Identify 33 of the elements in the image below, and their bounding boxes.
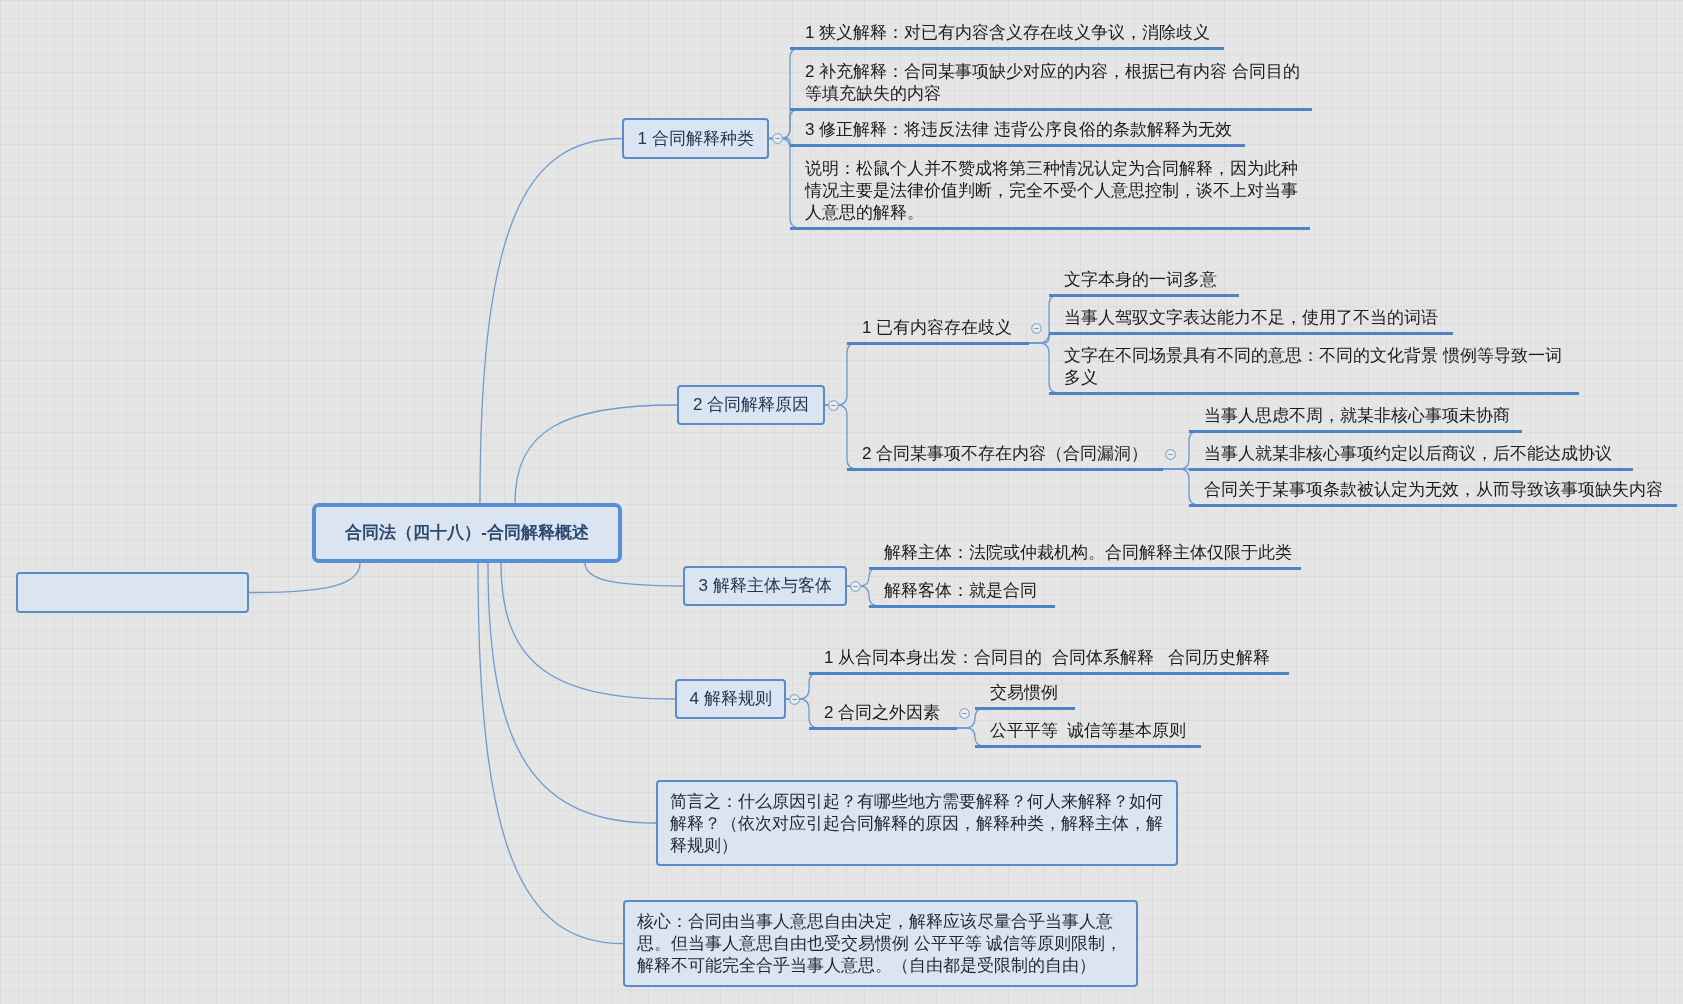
subtopic-text: 公平平等 诚信等基本原则 bbox=[975, 715, 1201, 748]
central-topic-box: 合同法（四十八）-合同解释概述 bbox=[312, 503, 622, 563]
topic-box: 1 合同解释种类 bbox=[622, 118, 769, 159]
connector-line bbox=[500, 562, 676, 700]
note-box: 简言之：什么原因引起？有哪些地方需要解释？何人来解释？如何解释？（依次对应引起合同解释的原因，解释种类，解释主体，解释规则） bbox=[656, 780, 1178, 866]
subtopic-text: 2 补充解释：合同某事项缺少对应的内容，根据已有内容 合同目的等填充缺失的内容 bbox=[790, 56, 1312, 111]
subtopic-text: 当事人驾驭文字表达能力不足，使用了不当的词语 bbox=[1049, 302, 1453, 335]
subtopic-text: 1 从合同本身出发：合同目的 合同体系解释 合同历史解释 bbox=[809, 642, 1289, 675]
connector-line bbox=[477, 562, 624, 945]
subtopic-text: 解释客体：就是合同 bbox=[869, 575, 1055, 608]
subtopic-text: 1 狭义解释：对已有内容含义存在歧义争议，消除歧义 bbox=[790, 17, 1224, 50]
subtopic-text: 说明：松鼠个人并不赞成将第三种情况认定为合同解释，因为此种情况主要是法律价值判断，完全不受个人意思控制，谈不上对当事人意思的解释。 bbox=[790, 153, 1310, 230]
subtopic-text: 交易惯例 bbox=[975, 677, 1075, 710]
subtopic-text: 当事人思虑不周，就某非核心事项未协商 bbox=[1189, 400, 1522, 433]
topic-box bbox=[16, 572, 249, 613]
subtopic-text: 3 修正解释：将违反法律 违背公序良俗的条款解释为无效 bbox=[790, 114, 1245, 147]
connector-line bbox=[487, 562, 657, 824]
subtopic-text: 合同关于某事项条款被认定为无效，从而导致该事项缺失内容 bbox=[1189, 474, 1677, 507]
note-box: 核心：合同由当事人意思自由决定，解释应该尽量合乎当事人意思。但当事人意思自由也受交易惯例 公平平等 诚信等原则限制，解释不可能完全合乎当事人意思。（自由都是受限制的自由） bbox=[623, 900, 1138, 987]
subtopic-text: 1 已有内容存在歧义 bbox=[847, 312, 1029, 345]
topic-box: 4 解释规则 bbox=[675, 679, 786, 719]
connector-line bbox=[248, 562, 361, 594]
subtopic-text: 文字在不同场景具有不同的意思：不同的文化背景 惯例等导致一词多义 bbox=[1049, 340, 1579, 395]
connector-line bbox=[479, 137, 623, 504]
subtopic-text: 解释主体：法院或仲裁机构。合同解释主体仅限于此类 bbox=[869, 537, 1301, 570]
subtopic-text: 当事人就某非核心事项约定以后商议，后不能达成协议 bbox=[1189, 438, 1633, 471]
subtopic-text: 2 合同之外因素 bbox=[809, 697, 957, 730]
connector-line bbox=[514, 404, 678, 504]
topic-box: 3 解释主体与客体 bbox=[683, 566, 847, 606]
subtopic-text: 文字本身的一词多意 bbox=[1049, 264, 1239, 297]
connector-line bbox=[584, 562, 684, 587]
topic-box: 2 合同解释原因 bbox=[677, 385, 825, 425]
subtopic-text: 2 合同某事项不存在内容（合同漏洞） bbox=[847, 438, 1163, 471]
